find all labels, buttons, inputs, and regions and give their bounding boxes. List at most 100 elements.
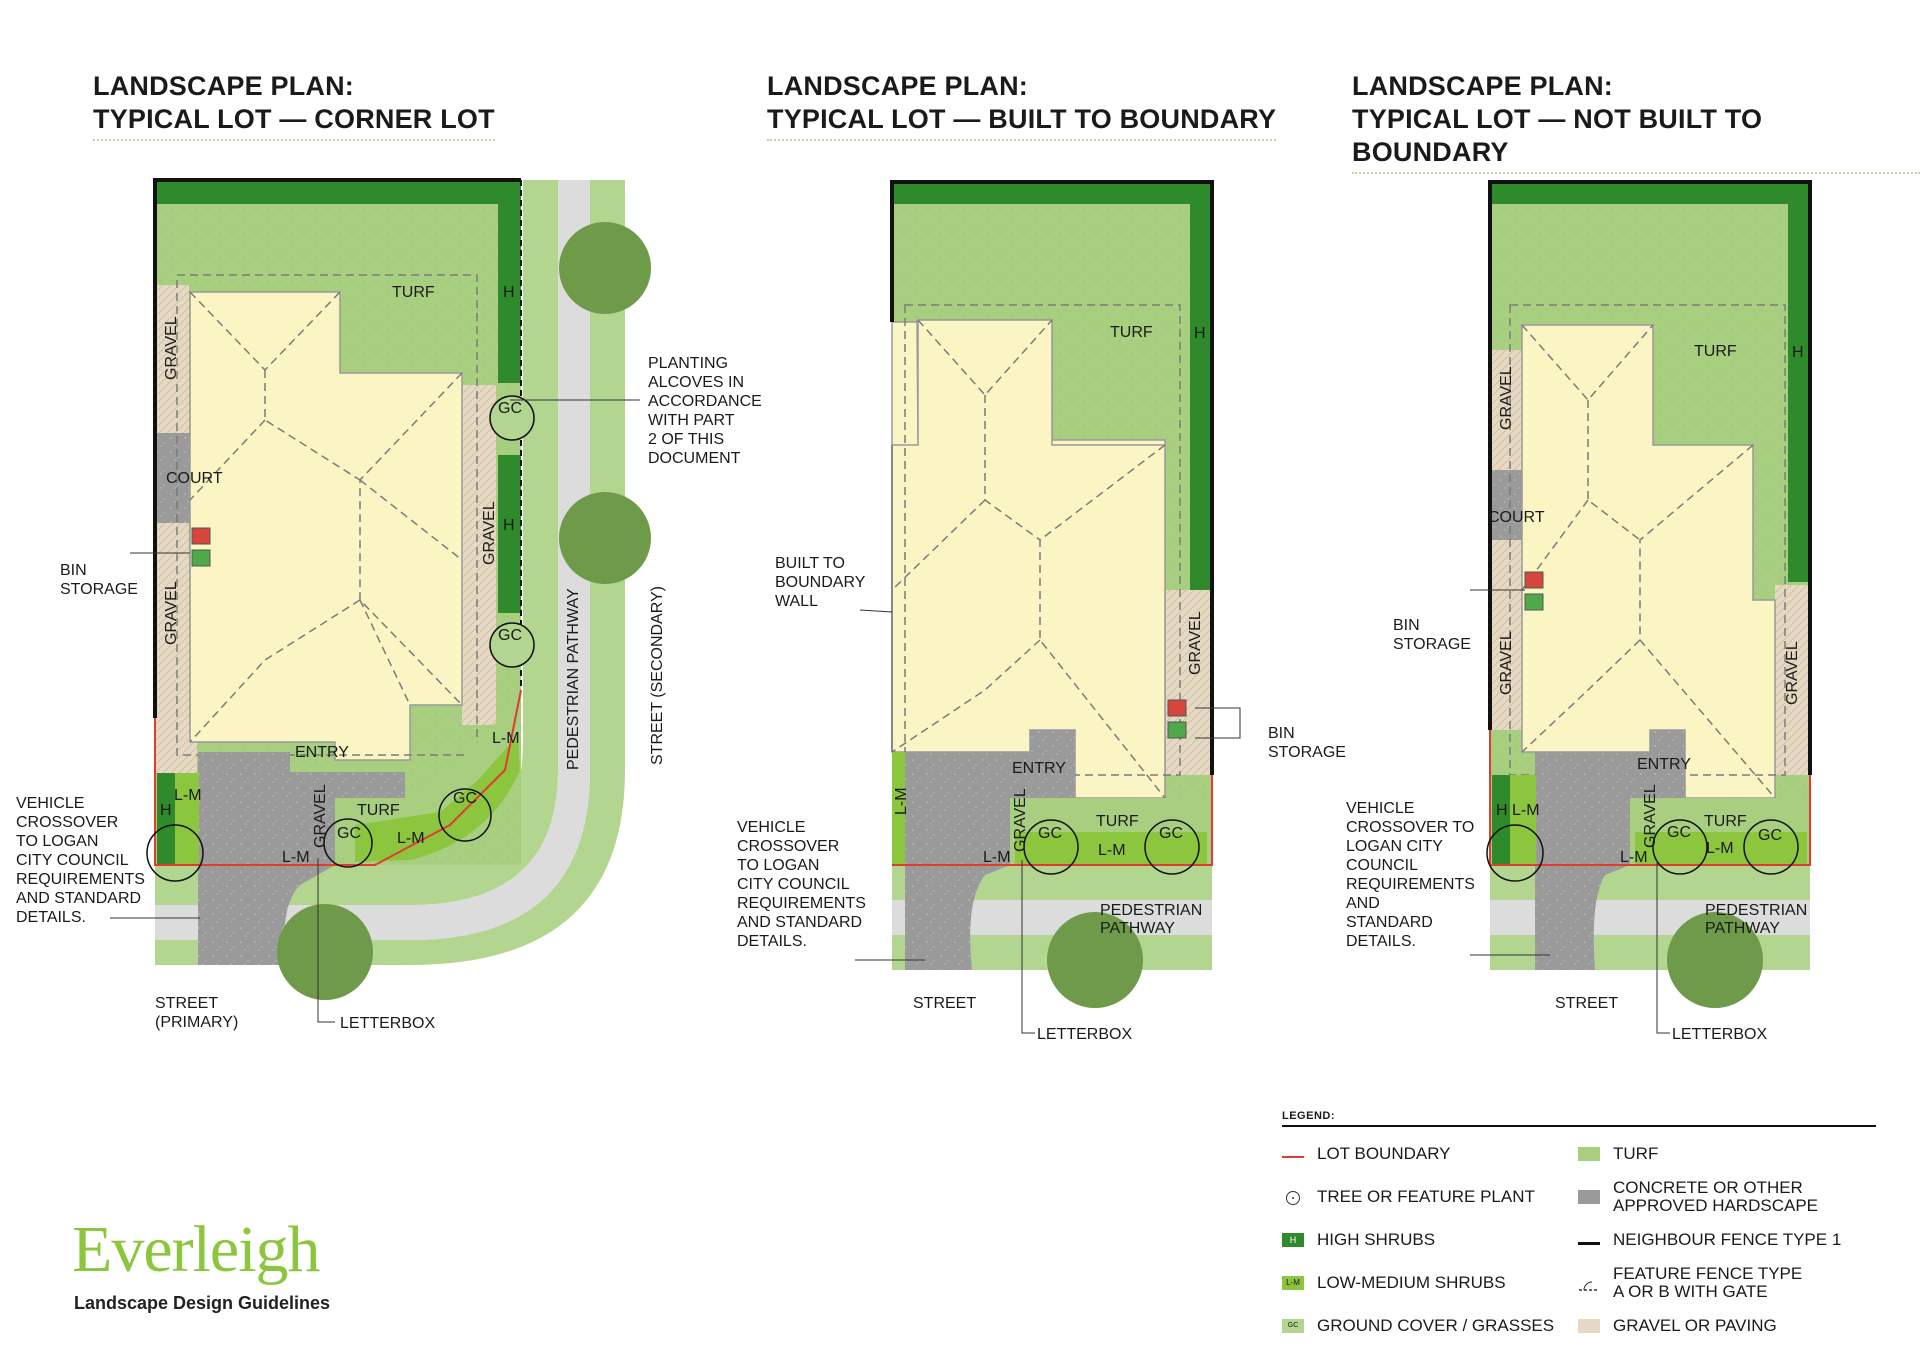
label-turf: TURF [1694, 343, 1737, 360]
label-street-secondary: STREET (SECONDARY) [649, 586, 666, 765]
pedestrian-path-secondary [155, 180, 590, 940]
tree-marker [1023, 819, 1079, 875]
legend-label: FEATURE FENCE TYPE A OR B WITH GATE [1613, 1264, 1803, 1301]
street-tree [559, 492, 651, 584]
legend-item: GRAVEL OR PAVING [1578, 1311, 1876, 1341]
label-turf: TURF [1096, 813, 1139, 830]
legend-item: TREE OR FEATURE PLANT [1282, 1179, 1578, 1215]
bin-red [1524, 571, 1544, 589]
high-shrub-right [1190, 182, 1212, 592]
label-lm: L-M [1098, 842, 1126, 859]
label-gc: GC [1038, 825, 1062, 842]
label-gravel: GRAVEL [1012, 788, 1029, 852]
bin-green [191, 549, 211, 567]
legend-item: CONCRETE OR OTHER APPROVED HARDSCAPE [1578, 1179, 1876, 1215]
driveway [1535, 730, 1685, 970]
high-shrub-left [157, 773, 175, 865]
low-shrub-swatch-icon: L-M [1282, 1276, 1304, 1290]
gravel-right [1165, 590, 1210, 775]
label-high-shrub: H [1194, 325, 1206, 342]
tree-marker [489, 622, 535, 668]
legend-label: HIGH SHRUBS [1317, 1230, 1436, 1249]
bin-red [191, 527, 211, 545]
low-shrub-left [892, 752, 905, 865]
legend-item: LOT BOUNDARY [1282, 1139, 1578, 1169]
legend-item: NEIGHBOUR FENCE TYPE 1 [1578, 1225, 1876, 1255]
street-tree [559, 222, 651, 314]
low-shrub-front [355, 735, 520, 862]
label-court: COURT [1488, 509, 1545, 526]
legend-label: NEIGHBOUR FENCE TYPE 1 [1613, 1230, 1842, 1249]
label-ped-path: PEDESTRIAN PATHWAY [1100, 902, 1207, 937]
neighbour-fence [890, 180, 1214, 775]
legend-grid: LOT BOUNDARY TURF TREE OR FEATURE PLANT … [1282, 1139, 1876, 1341]
label-gravel: GRAVEL [163, 581, 180, 645]
leader-line [1021, 860, 1035, 1034]
legend-item: L-M LOW-MEDIUM SHRUBS [1282, 1265, 1578, 1301]
label-boundary-wall: BUILT TO BOUNDARY WALL [775, 555, 870, 610]
legend-item: GC GROUND COVER / GRASSES [1282, 1311, 1578, 1341]
label-gravel: GRAVEL [1498, 366, 1515, 430]
street-tree [1667, 912, 1763, 1008]
label-turf: TURF [1704, 813, 1747, 830]
neighbour-fence [153, 178, 521, 718]
label-gravel: GRAVEL [163, 316, 180, 380]
plan-corner-lot: TURF H H GRAVEL GRAVEL GRAVEL GRAVEL COU… [16, 178, 762, 1032]
legend-item: H HIGH SHRUBS [1282, 1225, 1578, 1255]
label-gc: GC [337, 825, 361, 842]
high-shrub-right-top [498, 180, 521, 383]
legend-label: TREE OR FEATURE PLANT [1317, 1187, 1535, 1206]
leader-line [1656, 860, 1670, 1034]
tree-marker [1486, 824, 1544, 882]
legend-label: LOW-MEDIUM SHRUBS [1317, 1273, 1506, 1292]
roof-lines [891, 304, 1181, 799]
turf-swatch-icon [1578, 1147, 1600, 1161]
neighbour-fence [1488, 180, 1812, 775]
tree-marker [1743, 819, 1799, 875]
label-high-shrub: H [1496, 802, 1508, 819]
brand-subtitle: Landscape Design Guidelines [74, 1293, 331, 1313]
plan-not-built-to-boundary: TURF H GRAVEL GRAVEL GRAVEL GRAVEL COURT… [1346, 180, 1812, 1043]
plan-title-line: TYPICAL LOT — NOT BUILT TO BOUNDARY [1352, 104, 1763, 167]
high-shrub-swatch-icon: H [1282, 1233, 1304, 1247]
label-lm: L-M [1512, 802, 1540, 819]
label-street: STREET [913, 995, 976, 1012]
high-shrub-top [1490, 182, 1810, 204]
label-gravel: GRAVEL [1187, 611, 1204, 675]
concrete-swatch-icon [1578, 1190, 1600, 1204]
label-lm: L-M [1706, 840, 1734, 857]
bin-red [1167, 699, 1187, 717]
label-letterbox: LETTERBOX [1037, 1026, 1132, 1043]
bin-green [1167, 721, 1187, 739]
lot-boundary [1489, 730, 1811, 866]
legend: LEGEND: LOT BOUNDARY TURF TREE OR FEATUR… [1282, 1110, 1876, 1341]
driveway [905, 730, 1075, 970]
feature-fence-gate-icon [1578, 1276, 1600, 1291]
high-shrub-top [155, 180, 521, 204]
tree-marker [323, 818, 373, 868]
lot-boundary [892, 775, 1213, 866]
groundcover-swatch-icon: GC [1282, 1319, 1304, 1333]
label-bin-storage: BIN STORAGE [60, 562, 138, 598]
street-tree [1047, 912, 1143, 1008]
label-gc: GC [498, 627, 522, 644]
label-high-shrub: H [1792, 344, 1804, 361]
plan-title-line: LANDSCAPE PLAN: [1352, 71, 1614, 101]
plan-title-line: LANDSCAPE PLAN: [93, 71, 355, 101]
label-gravel: GRAVEL [1784, 641, 1801, 705]
leader-line [859, 609, 893, 613]
gravel-swatch-icon [1578, 1319, 1600, 1333]
gravel-right [1775, 585, 1808, 775]
legend-item: FEATURE FENCE TYPE A OR B WITH GATE [1578, 1265, 1876, 1301]
label-lm: L-M [282, 849, 310, 866]
legend-title: LEGEND: [1282, 1110, 1876, 1127]
plan-title-line: TYPICAL LOT — BUILT TO BOUNDARY [767, 104, 1277, 134]
tree-circle-icon [1282, 1190, 1304, 1205]
roof-lines [1509, 304, 1786, 799]
label-lm: L-M [174, 787, 202, 804]
tree-marker [1652, 819, 1708, 875]
label-lm: L-M [1620, 849, 1648, 866]
label-lm: L-M [893, 787, 910, 815]
label-vehicle-crossover: VEHICLE CROSSOVER TO LOGAN CITY COUNCIL … [737, 819, 870, 950]
